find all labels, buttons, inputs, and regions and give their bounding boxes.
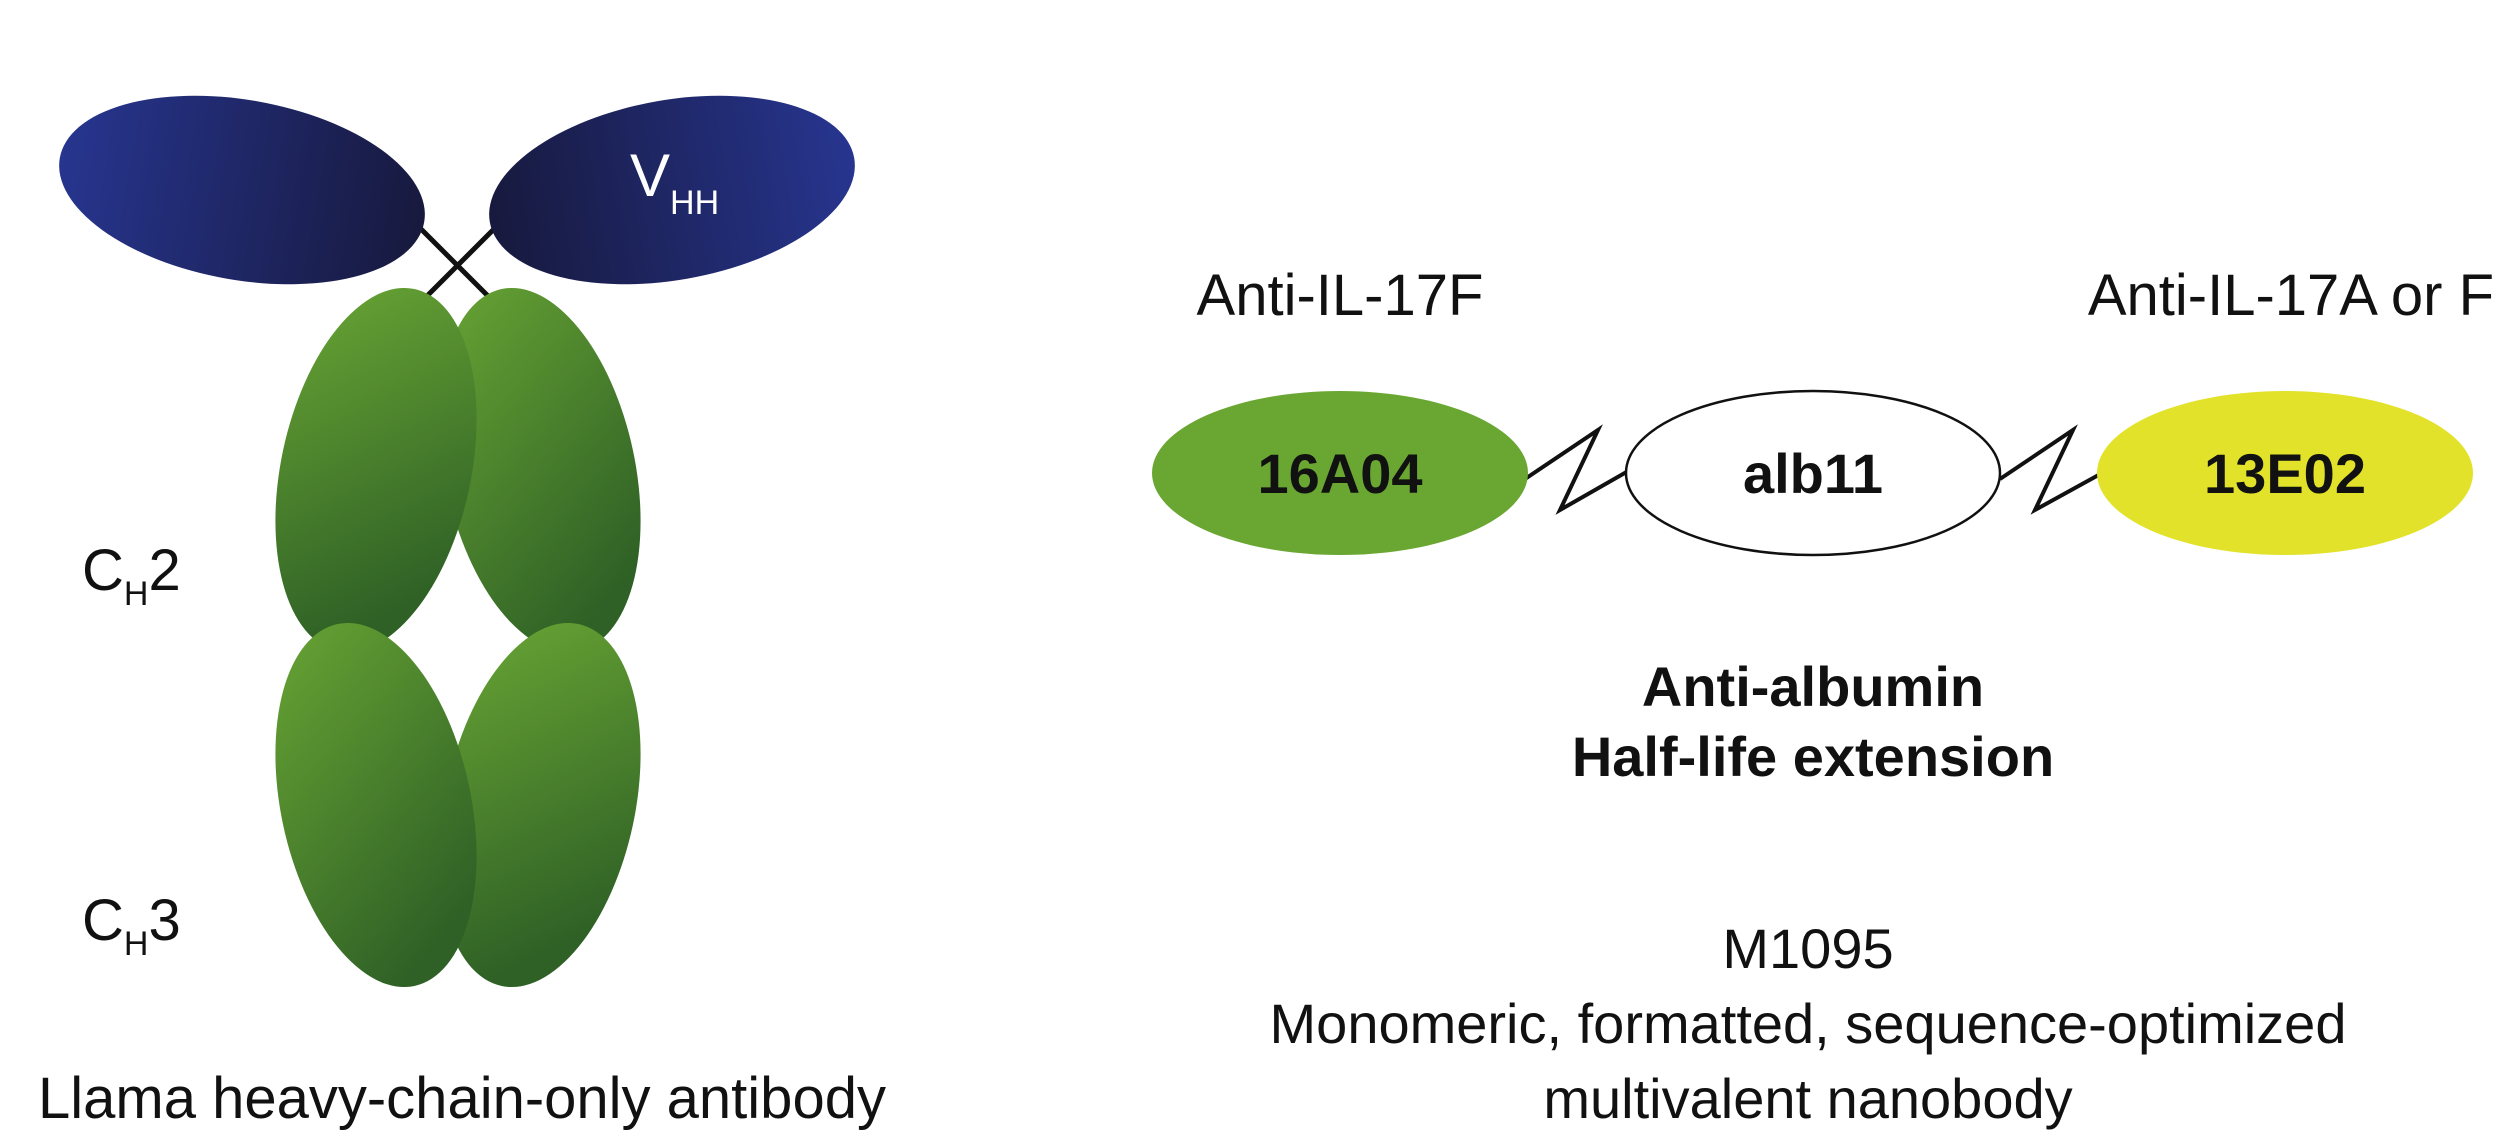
ch2-domain-left [275, 287, 477, 653]
ch3-domain-right [439, 622, 641, 988]
albumin-desc-line2: Half-life extension [1572, 725, 2054, 788]
albumin-desc-line1: Anti-albumin [1642, 655, 1984, 718]
llama-caption: Llama heavy-chain-only antibody [38, 1066, 886, 1131]
domain-16a04 [1152, 391, 1528, 555]
llama-antibody: VHH CH2 CH3 Llama heavy-chain-only antib… [38, 95, 886, 1131]
domain-alb11 [1624, 389, 2002, 557]
nanobody-desc-line1: Monomeric, formatted, sequence-optimized [1270, 992, 2347, 1055]
vhh-label: VHH [630, 142, 719, 222]
ch2-domain-right [439, 287, 641, 653]
ch3-domain-left [275, 622, 477, 988]
domain-16a04-label: 16A04 [1257, 442, 1422, 505]
linker-left [1523, 424, 1631, 515]
nanobody-name: M1095 [1722, 917, 1893, 980]
domain-13e02-label: 13E02 [2204, 442, 2366, 505]
target-left-label: Anti-IL-17F [1197, 263, 1484, 328]
hinge-line-right [416, 224, 499, 307]
target-right-label: Anti-IL-17A or F [2088, 263, 2494, 328]
linker-right [1998, 424, 2105, 515]
m1095-nanobody: 16A04 alb11 13E02 Anti-IL-17F Anti-IL-17… [1152, 263, 2494, 1130]
domain-alb11-label: alb11 [1743, 442, 1883, 505]
ch2-label: CH2 [82, 538, 181, 613]
ch3-label: CH3 [82, 888, 181, 963]
nanobody-desc-line2: multivalent nanobody [1543, 1067, 2072, 1130]
domain-13e02 [2097, 391, 2473, 555]
vhh-domain-left [59, 95, 425, 285]
vhh-domain-right [489, 95, 855, 285]
